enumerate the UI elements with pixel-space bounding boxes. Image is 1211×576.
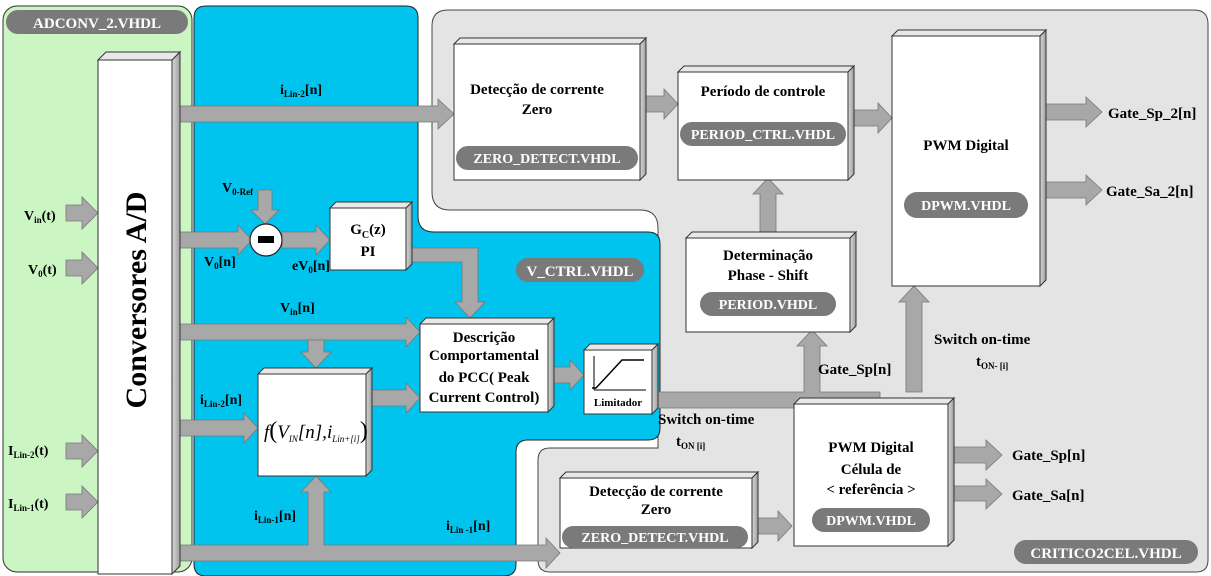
pcc-line1: Descrição	[453, 330, 515, 346]
vctrl-tag: V_CTRL.VHDL	[516, 258, 644, 282]
arrow-pwmb-to-pwmt	[898, 285, 930, 393]
func-v: V	[277, 422, 291, 443]
label-gate-sa: Gate_Sa[n]	[1012, 488, 1085, 504]
pcc-line3: do PCC( Peak	[439, 370, 530, 386]
pwm-bottom-line2: Célula de	[841, 462, 902, 478]
arrow-vin-t	[65, 196, 99, 230]
pwm-top-tag: DPWM.VHDL	[921, 199, 1011, 214]
label-gate-sp2: Gate_Sp_2[n]	[1108, 106, 1196, 122]
adc-block: Conversores A/D	[96, 50, 182, 576]
label-ton-a: tON [i]	[676, 434, 705, 451]
periodo-tag: PERIOD_CTRL.VHDL	[691, 128, 835, 143]
arrow-ilin1-to-f	[171, 475, 561, 570]
gc-z: (z)	[369, 222, 386, 238]
arrow-v0ref-down	[250, 189, 280, 225]
periodo-title: Período de controle	[701, 84, 826, 100]
limitador-block: Limitador	[582, 342, 660, 416]
arrow-v0-to-sub	[171, 223, 253, 257]
determinacao-block: Determinação Phase - Shift PERIOD.VHDL	[684, 230, 858, 334]
arrow-determ-to-periodo	[752, 177, 784, 233]
label-ilin1-t: ILin-1(t)	[8, 497, 49, 513]
label-switch-ontime-a: Switch on-time	[658, 412, 755, 428]
critico-tag: CRITICO2CEL.VHDL	[1014, 540, 1198, 564]
adc-label: Conversores A/D	[120, 192, 153, 409]
label-vin-t: Vin(t)	[24, 209, 56, 225]
arrow-vin-to-f	[300, 339, 332, 369]
zero-detect-bottom-block: Detecção de corrente Zero ZERO_DETECT.VH…	[558, 470, 760, 550]
gc-g: G	[350, 222, 362, 238]
label-ev-n: eV0[n]	[292, 259, 330, 275]
func-close: )	[360, 418, 368, 444]
arrow-v0-t	[65, 251, 99, 285]
label-v0-t: V0(t)	[28, 263, 57, 279]
pwm-bottom-block: PWM Digital Célula de < referência > DPW…	[792, 396, 956, 548]
pwm-bottom-tag: DPWM.VHDL	[826, 514, 916, 529]
pwm-top-block: PWM Digital DPWM.VHDL	[890, 28, 1048, 288]
label-v0-n: V0[n]	[204, 255, 236, 271]
pwm-top-title: PWM Digital	[923, 138, 1008, 154]
zero-bottom-tag: ZERO_DETECT.VHDL	[581, 531, 728, 546]
func-f: f	[264, 422, 272, 443]
determ-tag: PERIOD.VHDL	[719, 298, 817, 313]
label-switch-ontime-b: Switch on-time	[934, 332, 1031, 348]
pwm-bottom-line3: < referência >	[826, 482, 915, 498]
determ-line2: Phase - Shift	[728, 268, 809, 284]
label-v0ref: V0-Ref	[222, 181, 254, 197]
pcc-line2: Comportamental	[429, 348, 539, 364]
func-i: i	[327, 422, 332, 443]
adconv-tag: ADCONV_2.VHDL	[6, 10, 188, 34]
zero-bottom-line1: Detecção de corrente	[589, 484, 723, 500]
arrow-gate-sa2	[1039, 174, 1103, 206]
arrow-gate-sa	[953, 478, 1003, 510]
arrow-f-to-pcc	[365, 381, 421, 415]
determ-line1: Determinação	[723, 248, 813, 264]
zero-bottom-line2: Zero	[641, 502, 672, 518]
zero-top-line1: Detecção de corrente	[470, 82, 604, 98]
func-open: (	[269, 418, 277, 444]
zero-top-line2: Zero	[522, 102, 553, 118]
svg-text:ADCONV_2.VHDL: ADCONV_2.VHDL	[33, 16, 161, 32]
pwm-bottom-line1: PWM Digital	[828, 440, 913, 456]
label-gate-sp: Gate_Sp[n]	[1012, 448, 1085, 464]
pcc-line4: Current Control)	[429, 390, 540, 406]
label-vin-n: Vin[n]	[280, 301, 315, 317]
arrows	[65, 87, 1103, 570]
zero-top-tag: ZERO_DETECT.VHDL	[473, 152, 620, 167]
arrow-ilin1-t	[65, 485, 99, 519]
arrow-ilin2-to-zero	[171, 98, 455, 130]
arrow-ilin2-t	[65, 434, 99, 468]
svg-text:V_CTRL.VHDL: V_CTRL.VHDL	[526, 264, 633, 280]
arrow-gate-sp2	[1039, 96, 1103, 128]
svg-text:GC(z): GC(z)	[350, 222, 386, 241]
arrow-sub-to-gc	[281, 223, 331, 257]
periodo-block: Período de controle PERIOD_CTRL.VHDL	[676, 64, 856, 182]
limitador-label: Limitador	[594, 397, 642, 409]
func-vsub: IN	[288, 434, 299, 444]
function-block: f(VIN[n],iLin+[i])	[256, 366, 374, 478]
arrow-vin-to-pcc	[171, 315, 421, 349]
gc-sub: C	[362, 230, 369, 241]
subtractor-node	[249, 223, 283, 257]
label-gate-sp-n-mid: Gate_Sp[n]	[818, 362, 891, 378]
arrow-gc-to-pcc	[405, 247, 486, 319]
svg-text:CRITICO2CEL.VHDL: CRITICO2CEL.VHDL	[1030, 546, 1181, 562]
label-ton-b: tON- [i]	[976, 354, 1008, 371]
func-n: [n],	[298, 422, 327, 443]
pcc-block: Descrição Comportamental do PCC( Peak Cu…	[418, 316, 556, 414]
label-ilin1-n: iLin-1[n]	[254, 509, 296, 525]
label-ilin2-n-top: iLin-2[n]	[280, 83, 322, 99]
label-ilin1-n-bottom: iLin -1[n]	[446, 519, 490, 535]
arrow-gate-sp	[953, 439, 1003, 471]
label-ilin2-n-left: iLin-2[n]	[200, 393, 242, 409]
arrow-ilin2-to-f	[171, 411, 259, 445]
gc-pi: PI	[361, 244, 376, 260]
svg-text:f(VIN[n],iLin+[i]): f(VIN[n],iLin+[i])	[264, 418, 368, 444]
gc-pi-block: GC(z) PI	[328, 200, 414, 272]
zero-detect-top-block: Detecção de corrente Zero ZERO_DETECT.VH…	[452, 36, 648, 182]
label-gate-sa2: Gate_Sa_2[n]	[1106, 184, 1194, 200]
label-ilin2-t: ILin-2(t)	[8, 444, 49, 460]
func-isub: Lin+[i]	[331, 434, 360, 444]
